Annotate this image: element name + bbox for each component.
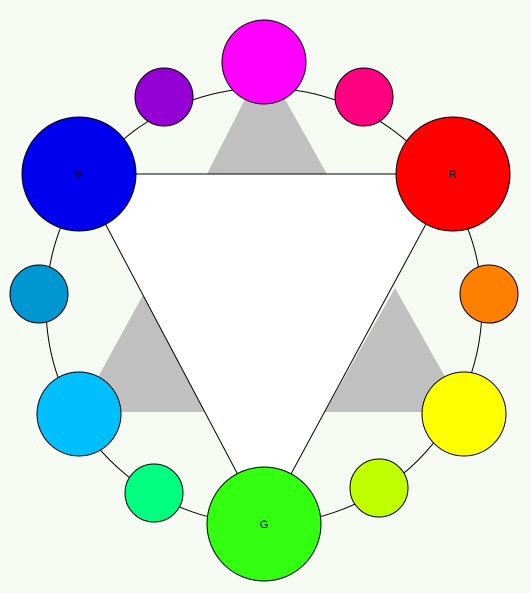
primary-green-circle [206, 466, 322, 582]
primary-red-circle [395, 116, 511, 232]
inner-white-triangle [78, 173, 454, 526]
primary-green-label: G [260, 519, 269, 531]
primary-red-label: R [449, 169, 457, 181]
gray-triangle-right [325, 288, 465, 412]
tertiary-chartreuse-circle [349, 458, 409, 518]
tertiary-violet-circle [134, 67, 194, 127]
tertiary-rose-circle [334, 67, 394, 127]
primary-blue-label: B [75, 169, 82, 181]
primary-blue-circle [21, 116, 137, 232]
secondary-yellow-circle [421, 371, 507, 457]
secondary-magenta-circle [221, 19, 307, 105]
secondary-cyan-circle [36, 371, 122, 457]
tertiary-orange-circle [459, 264, 519, 324]
gray-triangle-top [207, 62, 327, 174]
tertiary-azure-circle [9, 264, 69, 324]
color-nodes: R G B [9, 19, 519, 582]
tertiary-spring-circle [124, 463, 184, 523]
gray-triangle-left [79, 295, 205, 412]
